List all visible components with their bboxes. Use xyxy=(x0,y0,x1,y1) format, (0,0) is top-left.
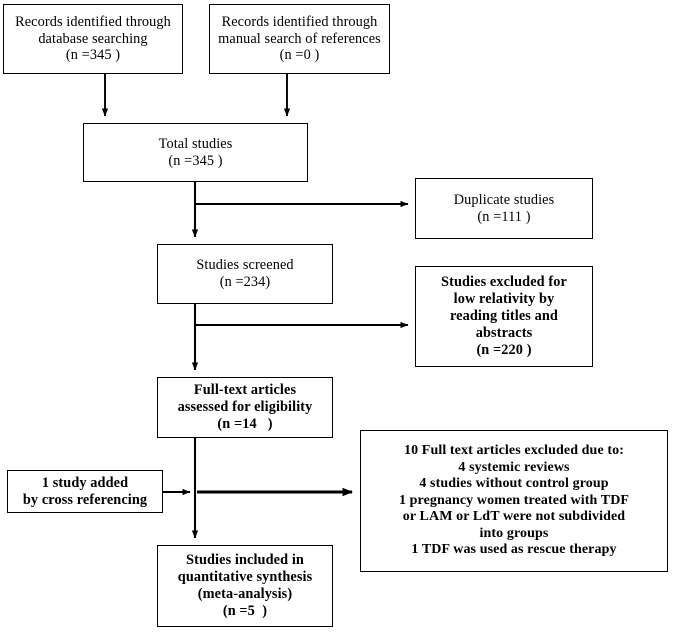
node-line: 4 systemic reviews xyxy=(458,459,570,475)
node-line: Records identified through xyxy=(15,13,171,30)
node-line: (n =345 ) xyxy=(168,152,223,169)
full-text-articles-assessed-box: Full-text articles assessed for eligibil… xyxy=(157,377,333,438)
duplicate-studies-box: Duplicate studies (n =111 ) xyxy=(415,178,593,239)
node-line: 4 studies without control group xyxy=(419,476,609,492)
node-line: by cross referencing xyxy=(22,491,148,508)
node-line: abstracts xyxy=(475,324,533,341)
node-line: reading titles and xyxy=(450,308,558,325)
node-line: (n =5 ) xyxy=(222,602,268,619)
node-line: Full-text articles xyxy=(193,382,297,399)
node-line: 1 TDF was used as rescue therapy xyxy=(411,542,617,558)
node-line: (meta-analysis) xyxy=(197,586,293,602)
studies-included-box: Studies included in quantitative synthes… xyxy=(157,545,333,627)
node-line: database searching xyxy=(38,30,148,47)
total-studies-box: Total studies (n =345 ) xyxy=(83,123,308,182)
node-line: Studies screened xyxy=(196,257,294,274)
node-line: Total studies xyxy=(158,135,233,152)
node-line: Records identified through xyxy=(221,13,378,30)
records-identified-manual-box: Records identified through manual search… xyxy=(209,4,390,74)
node-line: (n =0 ) xyxy=(279,47,320,64)
study-added-cross-referencing-box: 1 study added by cross referencing xyxy=(7,470,163,513)
node-line: Studies included in xyxy=(186,552,304,569)
node-line: quantitative synthesis xyxy=(177,569,313,586)
node-line: Studies excluded for xyxy=(441,274,567,291)
node-line: into groups xyxy=(479,525,549,541)
node-line: (n =111 ) xyxy=(477,208,531,225)
node-line: 1 study added xyxy=(41,474,129,491)
node-line: manual search of references xyxy=(218,30,381,47)
records-identified-database-box: Records identified through database sear… xyxy=(3,4,183,74)
node-line: low relativity by xyxy=(453,291,555,308)
node-line: 10 Full text articles excluded due to: xyxy=(404,443,624,459)
node-line: Duplicate studies xyxy=(453,191,555,208)
node-line: or LAM or LdT were not subdivided xyxy=(402,509,626,525)
node-line: 1 pregnancy women treated with TDF xyxy=(398,492,630,508)
node-line: assessed for eligibility xyxy=(177,399,313,416)
node-line: (n =14 ) xyxy=(217,415,273,432)
full-text-articles-excluded-reasons-box: 10 Full text articles excluded due to: 4… xyxy=(360,430,668,572)
studies-excluded-low-relativity-box: Studies excluded for low relativity by r… xyxy=(415,266,593,367)
studies-screened-box: Studies screened (n =234) xyxy=(157,244,333,304)
node-line: (n =234) xyxy=(219,274,271,290)
node-line: (n =345 ) xyxy=(65,47,121,64)
node-line: (n =220 ) xyxy=(476,341,532,358)
